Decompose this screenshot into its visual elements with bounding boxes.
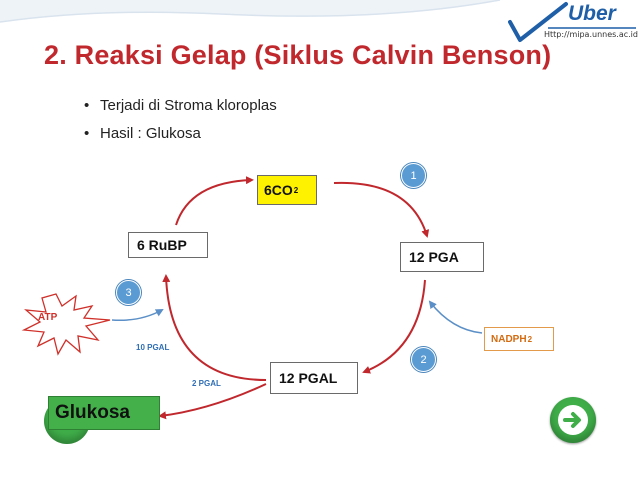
nav-next-button[interactable] (550, 397, 596, 443)
nav-next-inner (558, 405, 588, 435)
step-badge-2: 2 (411, 347, 436, 372)
node-co2-sub: 2 (293, 185, 299, 195)
slide-title: 2. Reaksi Gelap (Siklus Calvin Benson) (44, 40, 552, 70)
atp-label: ATP (38, 312, 58, 323)
step-badge-1: 1 (401, 163, 426, 188)
arrow-rubp-to-co2 (175, 176, 254, 226)
atp-starburst (21, 293, 111, 356)
label-10-pgal: 10 PGAL (136, 343, 170, 352)
step-badge-3: 3 (116, 280, 141, 305)
logo-url: Http://mipa.unnes.ac.id (544, 30, 638, 39)
bullet-item: • Terjadi di Stroma kloroplas (84, 97, 277, 114)
bullet-marker: • (84, 97, 90, 114)
bullet-text: Hasil : Glukosa (100, 125, 201, 142)
node-glukosa: Glukosa (48, 396, 160, 430)
top-wave-decoration (0, 0, 501, 23)
node-pgal: 12 PGAL (270, 362, 358, 394)
node-co2-main: 6CO (264, 182, 293, 198)
arrow-pgal-to-glukosa (158, 383, 267, 420)
node-nadph-sub: 2 (527, 334, 533, 344)
node-rubp: 6 RuBP (128, 232, 208, 258)
arrow-pgal-to-rubp (162, 274, 267, 381)
label-2-pgal: 2 PGAL (192, 379, 221, 388)
arrow-nadph-input (428, 300, 483, 334)
arrow-right-icon (563, 412, 581, 428)
logo-word: Uber (568, 2, 616, 25)
arrow-atp-input (111, 309, 164, 322)
arrow-co2-to-pga (333, 181, 430, 238)
logo-checkmark-icon (508, 2, 636, 42)
bullet-item: • Hasil : Glukosa (84, 125, 201, 142)
node-pga: 12 PGA (400, 242, 484, 272)
bullet-text: Terjadi di Stroma kloroplas (100, 97, 277, 114)
bullet-marker: • (84, 125, 90, 142)
node-nadph-main: NADPH (491, 333, 527, 345)
